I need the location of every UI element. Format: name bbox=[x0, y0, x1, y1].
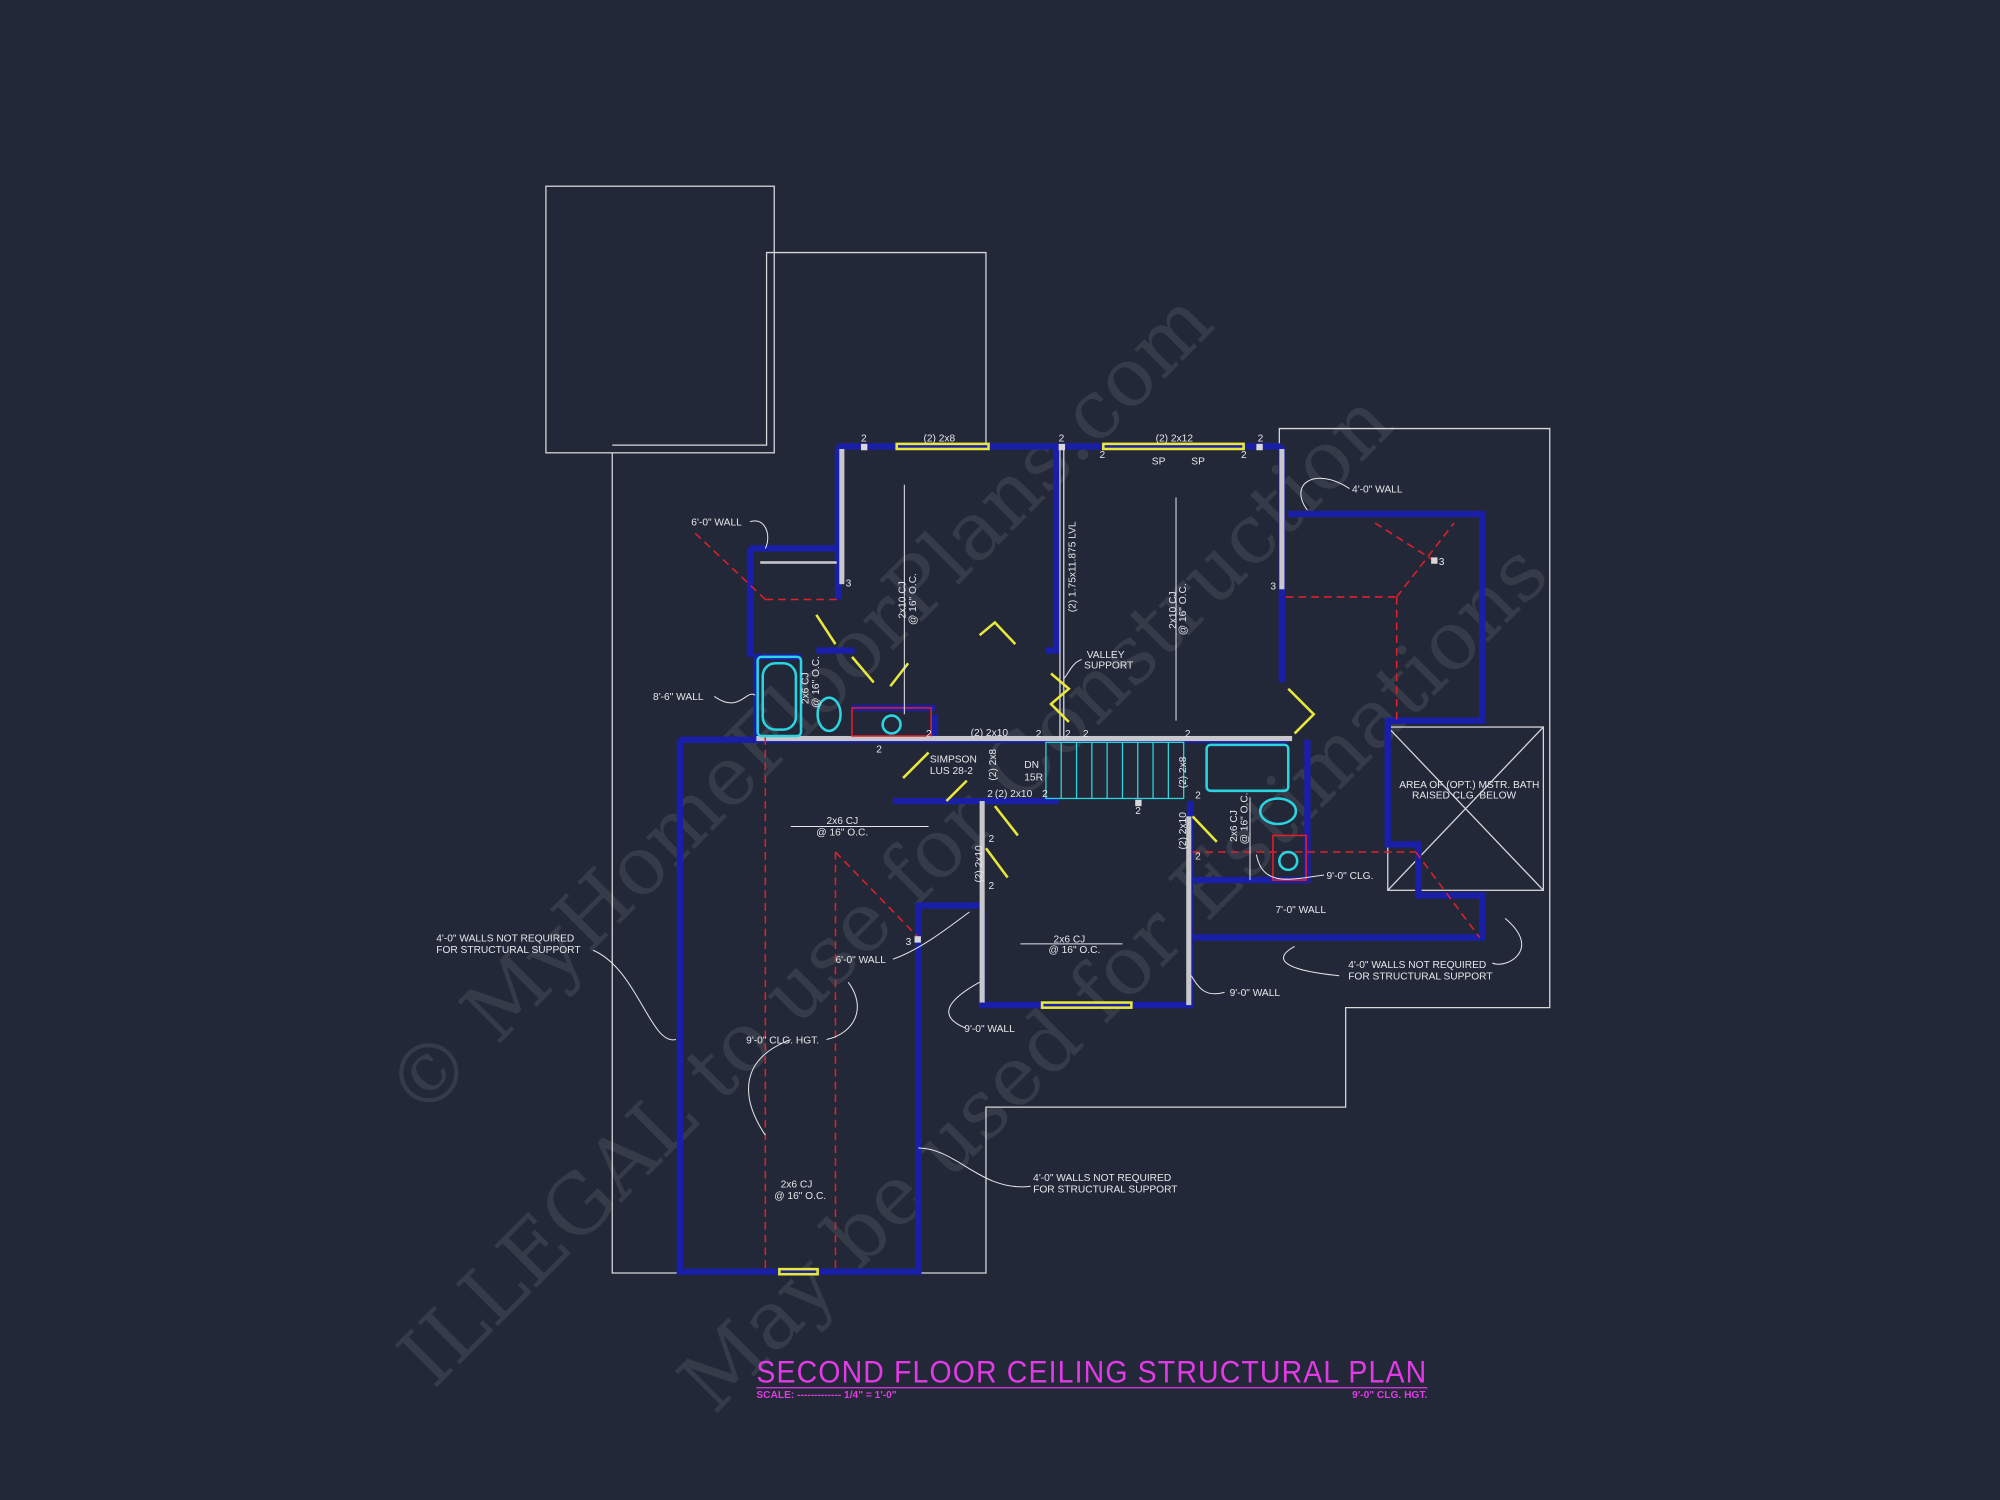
ceiling-height-label: 9'-0" CLG. HGT. bbox=[1352, 1390, 1427, 1401]
label-wall: 7'-0" WALL bbox=[1276, 905, 1327, 916]
post-mark: 2 bbox=[1185, 729, 1191, 740]
label-joist: @ 16" O.C. bbox=[811, 656, 822, 708]
label-joist: 2x6 CJ bbox=[801, 672, 812, 704]
label-wall: 8'-6" WALL bbox=[653, 692, 704, 703]
stair bbox=[1045, 741, 1185, 800]
post-mark: 2 bbox=[989, 834, 995, 845]
label-joist: @ 16" O.C. bbox=[1048, 945, 1100, 956]
label-wall: 6'-0" WALL bbox=[691, 518, 742, 529]
post-mark: 2 bbox=[1059, 433, 1065, 444]
label-beam-2x8: (2) 2x8 bbox=[923, 433, 955, 444]
label-joist: @ 16" O.C. bbox=[774, 1191, 826, 1202]
doors bbox=[815, 614, 1316, 879]
annotations: (2) 2x8 (2) 2x12 SP SP 4'-0" WALL 6'-0" … bbox=[436, 433, 1539, 1202]
label-joist: 2x6 CJ bbox=[1229, 810, 1240, 842]
label-joist: @ 16" O.C. bbox=[816, 827, 868, 838]
label-wall: 9'-0" WALL bbox=[1230, 988, 1281, 999]
post-mark: 3 bbox=[846, 579, 852, 590]
label-lvl: (2) 1.75x11.875 LVL bbox=[1067, 521, 1078, 612]
post-mark: 2 bbox=[1099, 450, 1105, 461]
fixtures bbox=[756, 655, 1299, 872]
label-note: FOR STRUCTURAL SUPPORT bbox=[436, 945, 580, 956]
post-mark: 2 bbox=[1195, 790, 1201, 801]
label-beam: (2) 2x10 bbox=[971, 728, 1009, 739]
post-mark: 2 bbox=[989, 881, 995, 892]
label-joist: 2x10 CJ bbox=[898, 581, 909, 618]
label-wall: 4'-0" WALL bbox=[1352, 484, 1403, 495]
joist-arrows bbox=[790, 484, 1251, 945]
label-joist: 2x6 CJ bbox=[1054, 935, 1086, 946]
label-note: FOR STRUCTURAL SUPPORT bbox=[1033, 1185, 1177, 1196]
label-ceiling: 9'-0" CLG. HGT. bbox=[746, 1035, 819, 1046]
label-valley: SUPPORT bbox=[1084, 660, 1133, 671]
label-mstr-bath: AREA OF (OPT.) MSTR. BATH bbox=[1399, 780, 1539, 791]
label-sp: SP bbox=[1191, 456, 1205, 467]
label-wall: 9'-0" WALL bbox=[964, 1024, 1015, 1035]
label-beam: (2) 2x10 bbox=[974, 845, 985, 883]
post-mark: 2 bbox=[1065, 729, 1071, 740]
label-stair: 15R bbox=[1024, 773, 1043, 784]
label-note: 4'-0" WALLS NOT REQUIRED bbox=[1033, 1173, 1171, 1184]
label-simpson: SIMPSON bbox=[930, 755, 977, 766]
title-block: SECOND FLOOR CEILING STRUCTURAL PLAN SCA… bbox=[756, 1354, 1427, 1401]
label-joist: 2x10 CJ bbox=[1168, 591, 1179, 628]
post-markers: 2 2 2 2 2 3 3 3 2 2 2 2 2 2 2 2 2 2 2 2 … bbox=[846, 433, 1445, 948]
label-stair: DN bbox=[1024, 760, 1039, 771]
label-beam-2x12: (2) 2x12 bbox=[1156, 433, 1194, 444]
post-mark: 2 bbox=[987, 789, 993, 800]
bearing-walls bbox=[756, 446, 1293, 1006]
label-wall: 6'-0" WALL bbox=[835, 955, 886, 966]
label-mstr-bath: RAISED CLG. BELOW bbox=[1412, 790, 1517, 801]
label-beam: (2) 2x8 bbox=[1178, 756, 1189, 788]
post-mark: 2 bbox=[926, 729, 932, 740]
post-mark: 3 bbox=[1439, 557, 1445, 568]
label-simpson: LUS 28-2 bbox=[930, 766, 973, 777]
label-sp: SP bbox=[1152, 456, 1166, 467]
label-joist: 2x6 CJ bbox=[781, 1180, 813, 1191]
post-mark: 2 bbox=[1042, 789, 1048, 800]
beams bbox=[778, 442, 1245, 1276]
post-mark: 2 bbox=[876, 745, 882, 756]
label-note: FOR STRUCTURAL SUPPORT bbox=[1348, 972, 1492, 983]
post-mark: 2 bbox=[1241, 450, 1247, 461]
drawing-title: SECOND FLOOR CEILING STRUCTURAL PLAN bbox=[756, 1354, 1427, 1390]
scale-label: SCALE: ------------- 1/4" = 1'-0" bbox=[756, 1390, 896, 1401]
hip-lines bbox=[694, 522, 1481, 1273]
label-joist: @ 16" O.C. bbox=[908, 573, 919, 625]
label-note: 4'-0" WALLS NOT REQUIRED bbox=[1348, 960, 1486, 971]
post-mark: 2 bbox=[1135, 806, 1141, 817]
post-mark: 2 bbox=[1083, 729, 1089, 740]
label-joist: @ 16" O.C. bbox=[1239, 792, 1250, 844]
label-valley: VALLEY bbox=[1087, 650, 1125, 661]
leaders bbox=[592, 477, 1522, 1188]
label-joist: @ 16" O.C. bbox=[1178, 583, 1189, 635]
label-ceiling: 9'-0" CLG. bbox=[1327, 871, 1374, 882]
label-beam: (2) 2x10 bbox=[995, 789, 1033, 800]
post-mark: 2 bbox=[1036, 729, 1042, 740]
post-mark: 2 bbox=[1195, 852, 1201, 863]
post-mark: 3 bbox=[906, 937, 912, 948]
post-mark: 3 bbox=[1270, 581, 1276, 592]
post-mark: 2 bbox=[1258, 433, 1264, 444]
label-beam: (2) 2x8 bbox=[988, 749, 999, 781]
label-note: 4'-0" WALLS NOT REQUIRED bbox=[436, 933, 574, 944]
label-joist: 2x6 CJ bbox=[827, 816, 859, 827]
label-beam: (2) 2x10 bbox=[1178, 812, 1189, 850]
post-mark: 2 bbox=[861, 433, 867, 444]
